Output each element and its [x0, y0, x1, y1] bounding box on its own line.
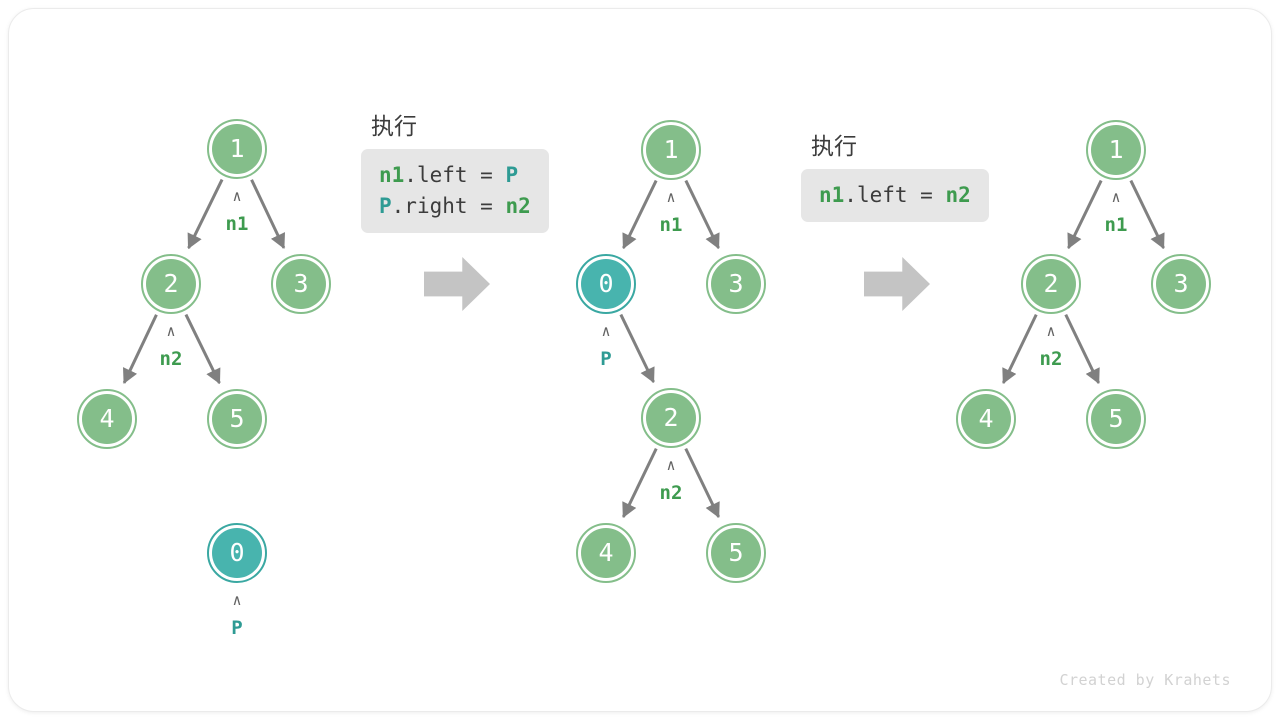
tree-node-5: 5 [706, 523, 766, 583]
code-text: .left = [404, 163, 506, 187]
tree-node-2: 2 [1021, 254, 1081, 314]
pointer-caret-icon: ∧ [232, 187, 241, 205]
node-value: 3 [293, 269, 308, 298]
tree-node-0: 0 [576, 254, 636, 314]
node-value: 1 [663, 135, 678, 164]
tree-edge [1002, 313, 1038, 385]
node-value: 0 [229, 538, 244, 567]
tree-edge [622, 179, 658, 250]
code-var: n1 [379, 163, 405, 187]
step-2-exec-label: 执行 [371, 113, 417, 139]
step-3-group: 1 ∧ n1 2 ∧ n2 3 4 5 [956, 120, 1211, 449]
node-value: 0 [598, 269, 613, 298]
pointer-label-n1: n1 [1105, 214, 1128, 236]
tree-node-1: 1 [207, 119, 267, 179]
node-value: 3 [728, 269, 743, 298]
tree-edge [122, 314, 158, 384]
pointer-label-P: P [600, 348, 611, 370]
block-arrow-2 [864, 257, 930, 311]
step-3-code-box: n1.left = n2 [801, 169, 989, 222]
code-text: .right = [391, 194, 506, 218]
pointer-label-n1: n1 [660, 214, 683, 236]
pointer-label-n2: n2 [160, 348, 183, 370]
node-value: 5 [1108, 404, 1123, 433]
pointer-label-n1: n1 [226, 213, 249, 235]
tree-edge [184, 313, 221, 385]
tree-edge [1067, 179, 1103, 250]
node-value: 5 [728, 538, 743, 567]
pointer-caret-icon: ∧ [1046, 322, 1055, 340]
step-3-exec-label: 执行 [811, 133, 857, 159]
tree-node-1: 1 [641, 120, 701, 180]
code-line: n1.left = P [379, 160, 531, 191]
tree-node-4: 4 [956, 389, 1016, 449]
step-2-group: 1 ∧ n1 0 ∧ P 3 2 ∧ n2 4 5 [576, 120, 766, 583]
pointer-caret-icon: ∧ [1111, 188, 1120, 206]
pointer-caret-icon: ∧ [601, 322, 610, 340]
tree-node-3: 3 [271, 254, 331, 314]
node-value: 3 [1173, 269, 1188, 298]
node-value: 1 [1108, 135, 1123, 164]
node-value: 4 [978, 404, 993, 433]
node-value: 1 [229, 134, 244, 163]
pointer-caret-icon: ∧ [166, 322, 175, 340]
tree-edge [250, 179, 286, 249]
node-value: 2 [1043, 269, 1058, 298]
tree-node-0: 0 [207, 523, 267, 583]
code-text: .left = [844, 183, 946, 207]
node-value: 4 [99, 404, 114, 433]
pointer-label-n2: n2 [660, 482, 683, 504]
step-1-group: 1 ∧ n1 2 ∧ n2 3 4 5 0 ∧ P [77, 119, 331, 639]
code-line: n1.left = n2 [819, 180, 971, 211]
tree-node-5: 5 [1086, 389, 1146, 449]
tree-edge [1129, 179, 1165, 250]
code-var: P [379, 194, 392, 218]
tree-edge [187, 178, 224, 250]
tree-diagram-canvas: 1 ∧ n1 2 ∧ n2 3 4 5 0 ∧ P 1 ∧ n1 0 ∧ P 3 2 ∧ n2 4 5 1 ∧ n1 2 ∧ n2 3 4 5 [77, 119, 1211, 639]
tree-node-5: 5 [207, 389, 267, 449]
tree-node-1: 1 [1086, 120, 1146, 180]
tree-node-2: 2 [141, 254, 201, 314]
code-line: P.right = n2 [379, 191, 531, 222]
tree-node-3: 3 [706, 254, 766, 314]
pointer-caret-icon: ∧ [232, 591, 241, 609]
node-value: 4 [598, 538, 613, 567]
tree-edge [684, 179, 720, 250]
watermark-credit: Created by Krahets [1059, 671, 1231, 689]
tree-node-4: 4 [576, 523, 636, 583]
tree-edge [684, 447, 720, 519]
node-value: 2 [663, 403, 678, 432]
tree-edge [1064, 313, 1100, 385]
tree-edge [622, 447, 658, 519]
tree-node-3: 3 [1151, 254, 1211, 314]
pointer-caret-icon: ∧ [666, 456, 675, 474]
code-var: P [505, 163, 519, 187]
node-value: 2 [163, 269, 178, 298]
pointer-label-n2: n2 [1040, 348, 1063, 370]
code-var: n2 [505, 194, 531, 218]
code-var: n2 [945, 183, 971, 207]
code-var: n1 [819, 183, 845, 207]
tree-edge [619, 313, 655, 384]
pointer-label-P: P [231, 617, 242, 639]
node-value: 5 [229, 404, 244, 433]
tree-node-4: 4 [77, 389, 137, 449]
block-arrow-1 [424, 257, 490, 311]
tree-node-2: 2 [641, 388, 701, 448]
pointer-caret-icon: ∧ [666, 188, 675, 206]
